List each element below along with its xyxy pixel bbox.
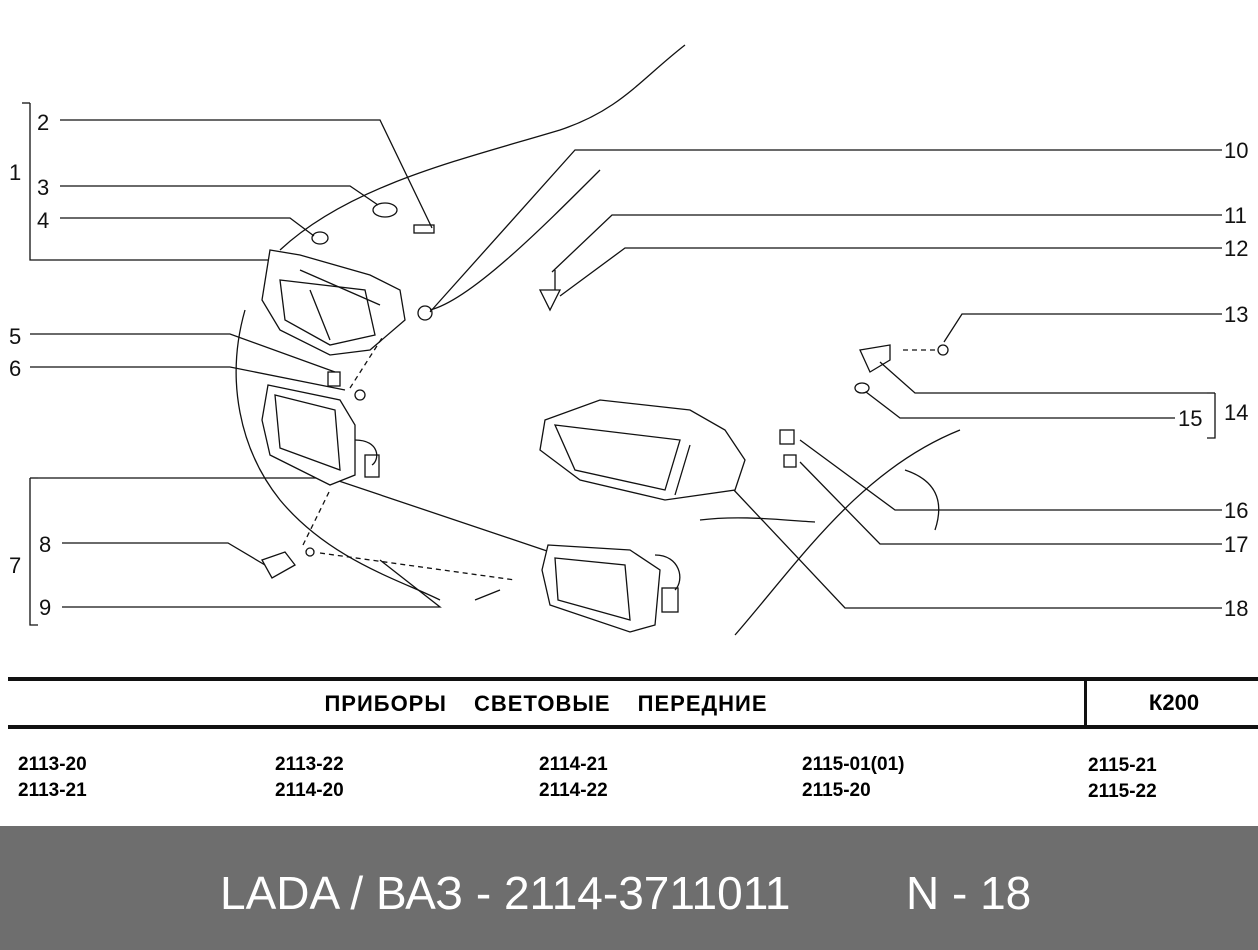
model-column: 2113-22 2114-20 — [275, 752, 344, 804]
model-column: 2115-01(01) 2115-20 — [802, 752, 904, 804]
callout-3: 3 — [37, 175, 50, 200]
callout-9: 9 — [39, 595, 52, 620]
model: 2115-22 — [1088, 781, 1157, 802]
model: 2114-20 — [275, 780, 344, 801]
model-column: 2113-20 2113-21 — [18, 752, 87, 804]
callout-4: 4 — [37, 208, 50, 233]
part-number: LADA / ВАЗ - 2114-3711011 — [220, 867, 791, 919]
callout-2: 2 — [37, 110, 50, 135]
model-column: 2115-21 2115-22 — [1088, 753, 1157, 805]
section-code: К200 — [1084, 681, 1258, 725]
right-headlamp — [539, 399, 746, 501]
model: 2114-22 — [539, 780, 608, 801]
callout-13: 13 — [1224, 302, 1249, 327]
callout-5: 5 — [9, 324, 22, 349]
small-parts — [261, 202, 949, 601]
model: 2114-21 — [539, 754, 608, 775]
callout-6: 6 — [9, 356, 22, 381]
footer-banner: LADA / ВАЗ - 2114-3711011 N - 18 — [0, 826, 1258, 950]
callout-14: 14 — [1224, 400, 1249, 425]
model: 2113-21 — [18, 780, 87, 801]
title-bar: ПРИБОРЫ СВЕТОВЫЕ ПЕРЕДНИЕ К200 — [8, 677, 1258, 729]
model-column: 2114-21 2114-22 — [539, 752, 608, 804]
callout-10: 10 — [1224, 138, 1249, 163]
callout-7: 7 — [9, 553, 22, 578]
left-fog-lamp — [261, 384, 380, 486]
arrows — [302, 337, 935, 581]
callout-18: 18 — [1224, 596, 1249, 621]
callout-17: 17 — [1224, 532, 1249, 557]
callout-12: 12 — [1224, 236, 1249, 261]
right-fog-lamp — [541, 544, 681, 633]
callout-16: 16 — [1224, 498, 1249, 523]
model: 2113-20 — [18, 754, 87, 775]
parts-diagram — [22, 44, 1222, 636]
model: 2113-22 — [275, 754, 344, 775]
left-headlamp — [261, 249, 406, 356]
body-contours — [235, 44, 961, 636]
diagram-title: ПРИБОРЫ СВЕТОВЫЕ ПЕРЕДНИЕ — [324, 691, 768, 716]
callout-1: 1 — [9, 160, 22, 185]
callout-11: 11 — [1224, 203, 1247, 228]
model: 2115-21 — [1088, 755, 1157, 776]
callout-15: 15 — [1178, 406, 1203, 431]
model: 2115-20 — [802, 780, 871, 801]
leader-lines — [22, 102, 1222, 626]
model: 2115-01(01) — [802, 754, 905, 775]
diagram-number: N - 18 — [906, 867, 1032, 919]
callout-8: 8 — [39, 532, 52, 557]
